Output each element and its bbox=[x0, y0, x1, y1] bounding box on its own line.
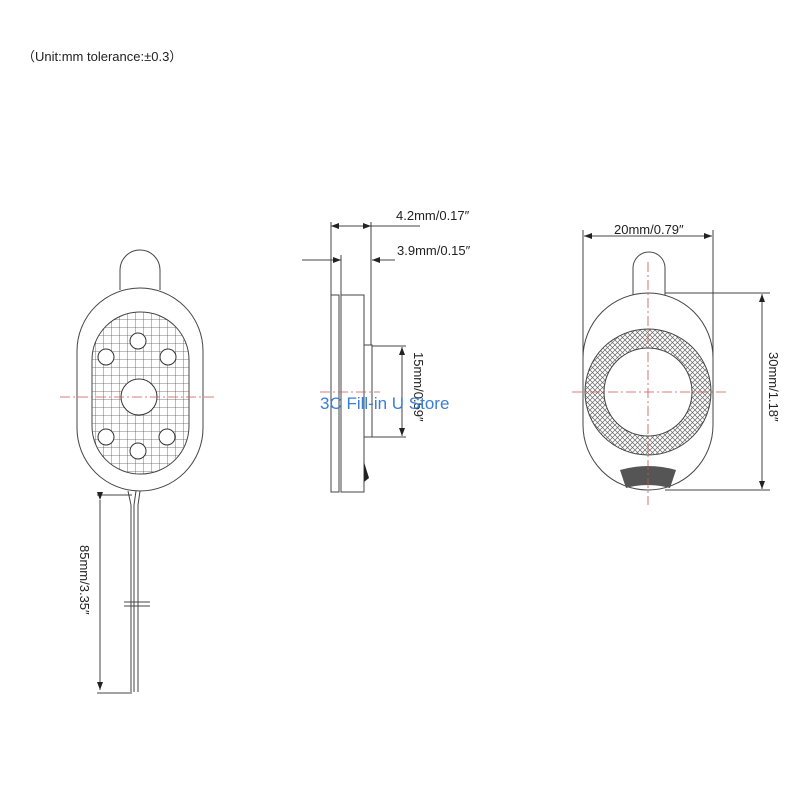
magnet-diameter-label: 15mm/0.59″ bbox=[411, 352, 426, 422]
mounting-tab bbox=[632, 251, 666, 295]
total-thickness-label: 4.2mm/0.17″ bbox=[396, 208, 470, 223]
units-note: （Unit:mm tolerance:±0.3） bbox=[22, 49, 182, 64]
solder-terminal bbox=[620, 466, 676, 488]
height-label: 30mm/1.18″ bbox=[766, 352, 781, 422]
front-view: 85mm/3.35″ bbox=[60, 249, 215, 694]
magnet bbox=[363, 344, 373, 438]
cable bbox=[124, 490, 150, 692]
back-view: 20mm/0.79″ 30mm/1.18″ bbox=[572, 222, 781, 505]
mounting-tab bbox=[119, 249, 161, 290]
front-plate bbox=[330, 294, 340, 493]
side-view: 4.2mm/0.17″ 3.9mm/0.15″ 15mm/0.59″ bbox=[302, 208, 471, 493]
cable-length-label: 85mm/3.35″ bbox=[77, 545, 92, 615]
watermark: 3C Fill-in U Store bbox=[320, 394, 449, 413]
width-label: 20mm/0.79″ bbox=[614, 222, 684, 237]
body-thickness-label: 3.9mm/0.15″ bbox=[397, 243, 471, 258]
